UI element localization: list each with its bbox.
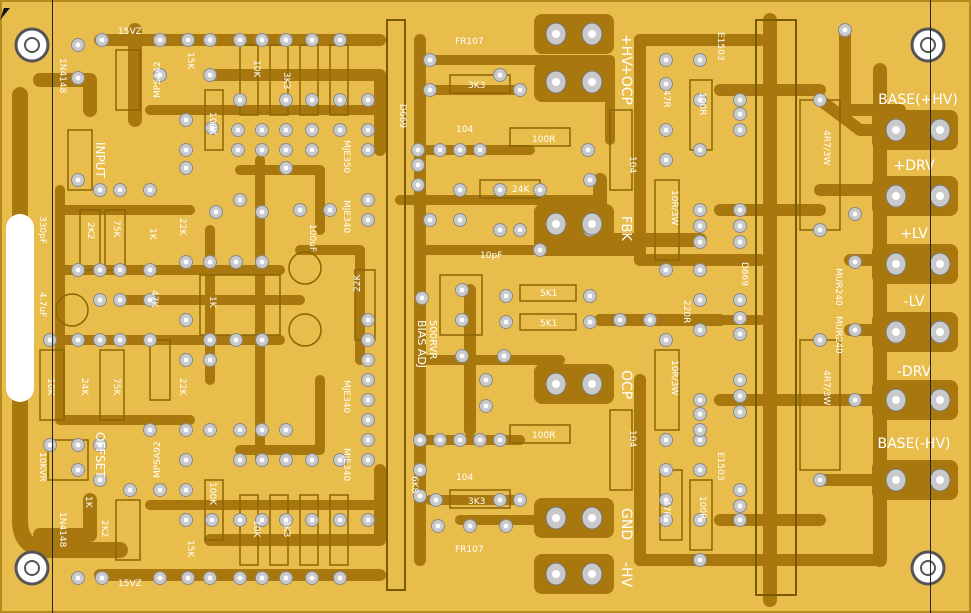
svg-text:1K: 1K — [207, 296, 217, 309]
svg-text:100uF: 100uF — [307, 224, 317, 252]
svg-text:1K: 1K — [83, 496, 93, 509]
svg-text:1N4148: 1N4148 — [57, 512, 67, 548]
svg-text:75K: 75K — [111, 220, 121, 238]
svg-text:FR107: FR107 — [455, 37, 484, 47]
svg-text:1K: 1K — [147, 228, 157, 241]
svg-text:3K3: 3K3 — [468, 497, 485, 507]
svg-text:104: 104 — [627, 156, 637, 173]
label-bias-pot: 500RVR — [427, 320, 438, 359]
svg-text:104: 104 — [627, 430, 637, 447]
svg-text:104: 104 — [456, 473, 473, 483]
svg-text:3K3: 3K3 — [468, 81, 485, 91]
label-base-hv-pos: BASE(+HV) — [878, 92, 958, 108]
svg-text:47R: 47R — [661, 90, 671, 108]
label-hv-pos: +HV — [618, 34, 634, 66]
component-labels: FR107 FR107 15VZ 15VZ 1N4148 1N4148 MPSA… — [37, 27, 843, 589]
svg-text:24K: 24K — [79, 378, 89, 396]
svg-text:22K: 22K — [177, 378, 187, 396]
svg-text:4R7/3W: 4R7/3W — [821, 370, 831, 405]
viewer-guide-line-left — [52, 0, 53, 613]
svg-text:3K3: 3K3 — [281, 520, 291, 537]
label-drv-neg: -DRV — [897, 364, 932, 380]
svg-text:220R: 220R — [681, 300, 691, 323]
output-heatsink-strip — [755, 19, 797, 596]
svg-text:104: 104 — [456, 125, 473, 135]
component-bodies — [39, 44, 841, 566]
svg-text:100K: 100K — [207, 112, 217, 136]
svg-text:75K: 75K — [111, 378, 121, 396]
svg-text:2K2: 2K2 — [85, 222, 95, 239]
viewer-scroll-handle[interactable] — [6, 214, 34, 402]
label-bias-adj: BIAS ADJ — [415, 320, 428, 368]
label-drv-pos: +DRV — [893, 158, 934, 174]
svg-text:MJE340: MJE340 — [341, 380, 351, 414]
mounting-holes — [14, 27, 946, 586]
svg-text:10pF: 10pF — [480, 251, 502, 261]
svg-text:100R: 100R — [697, 496, 707, 519]
svg-text:47R: 47R — [661, 500, 671, 518]
svg-text:MPSA92: MPSA92 — [153, 441, 163, 478]
label-fbk: FBK — [618, 216, 633, 241]
svg-text:10KVR: 10KVR — [37, 452, 47, 482]
svg-text:3K3: 3K3 — [281, 72, 291, 89]
svg-text:4R7/3W: 4R7/3W — [821, 130, 831, 165]
svg-text:15K: 15K — [185, 52, 195, 70]
driver-heatsink-strip — [386, 19, 406, 591]
svg-text:10K: 10K — [45, 378, 55, 396]
svg-text:FR107: FR107 — [455, 545, 484, 555]
svg-text:D669: D669 — [739, 262, 749, 286]
label-hv-neg: -HV — [618, 562, 634, 588]
svg-text:10R/3W: 10R/3W — [669, 190, 679, 225]
svg-text:22K: 22K — [353, 274, 363, 292]
svg-text:MUR240: MUR240 — [833, 316, 843, 354]
label-input: INPUT — [93, 142, 107, 179]
svg-text:100R: 100R — [532, 135, 555, 145]
svg-text:100K: 100K — [207, 482, 217, 506]
svg-text:2K2: 2K2 — [99, 520, 109, 537]
viewer-guide-line-right — [930, 0, 931, 613]
label-lv-neg: -LV — [904, 294, 925, 310]
svg-text:5K1: 5K1 — [540, 289, 557, 299]
svg-text:E1503: E1503 — [715, 32, 725, 61]
svg-text:4.7uF: 4.7uF — [37, 292, 47, 317]
svg-text:MUR240: MUR240 — [833, 268, 843, 306]
solder-pads — [43, 22, 951, 586]
svg-text:MJE340: MJE340 — [341, 448, 351, 482]
label-gnd: GND — [618, 508, 634, 540]
svg-text:47K: 47K — [149, 290, 159, 308]
svg-text:24K: 24K — [512, 185, 530, 195]
svg-text:15K: 15K — [185, 540, 195, 558]
svg-text:5K1: 5K1 — [540, 319, 557, 329]
label-lv-pos: +LV — [900, 226, 928, 242]
svg-text:10K: 10K — [251, 520, 261, 538]
svg-text:22K: 22K — [177, 218, 187, 236]
svg-text:100R: 100R — [697, 92, 707, 115]
svg-text:330pF: 330pF — [37, 216, 47, 244]
svg-text:MJE340: MJE340 — [341, 200, 351, 234]
connector-labels: BASE(+HV) +DRV +LV -LV -DRV BASE(-HV) — [878, 92, 958, 452]
svg-text:MPSA42: MPSA42 — [153, 61, 163, 98]
svg-text:100R: 100R — [532, 431, 555, 441]
label-ocp-mid: OCP — [618, 370, 634, 399]
label-offset: OFFSET — [93, 432, 107, 478]
svg-text:15VZ: 15VZ — [118, 579, 142, 589]
svg-text:E1503: E1503 — [715, 452, 725, 481]
svg-text:10K: 10K — [251, 60, 261, 78]
svg-text:10R/3W: 10R/3W — [669, 360, 679, 395]
label-ocp-top: +OCP — [618, 64, 634, 105]
label-base-hv-neg: BASE(-HV) — [878, 436, 951, 452]
svg-text:15VZ: 15VZ — [118, 27, 142, 37]
svg-text:6K8: 6K8 — [409, 476, 419, 494]
svg-text:MJE350: MJE350 — [341, 140, 351, 174]
board-labels: +HV +OCP -HV GND OCP FBK INPUT OFFSET BI… — [93, 34, 634, 588]
svg-text:D669: D669 — [397, 104, 407, 128]
svg-text:1N4148: 1N4148 — [57, 58, 67, 94]
